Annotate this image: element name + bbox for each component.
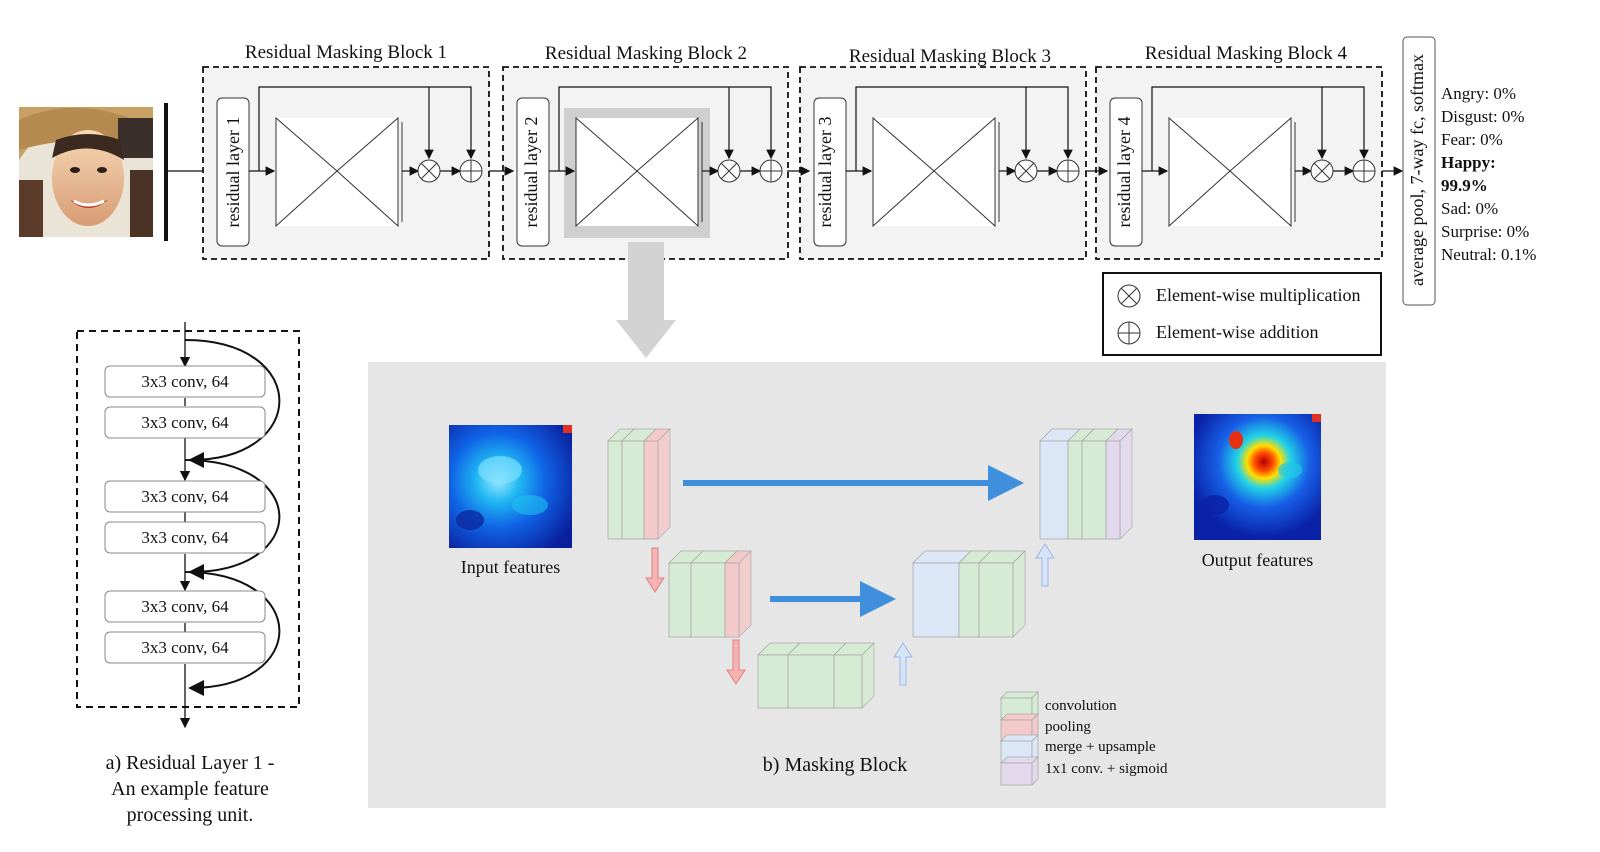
- residual-layer-1-label: residual layer 1: [223, 116, 243, 228]
- add-icon: [1056, 159, 1080, 183]
- conv-box: [104, 521, 266, 554]
- masking-hourglass: [275, 116, 403, 228]
- multiply-icon: [717, 159, 741, 183]
- input-feature-map: [449, 425, 572, 548]
- residual-layer-detail: [76, 322, 300, 729]
- conv-label: 3x3 conv, 64: [141, 528, 229, 547]
- downsample-arrow: [645, 547, 665, 593]
- residual-masking-block-1: [202, 66, 490, 260]
- input-bar: [164, 103, 168, 241]
- sigmoid-slab: [1105, 428, 1133, 540]
- legend-sigmoid-label: 1x1 conv. + sigmoid: [1045, 761, 1168, 777]
- legend-pooling-label: pooling: [1045, 719, 1091, 735]
- residual-layer-box: [516, 97, 550, 247]
- conv-box: [104, 406, 266, 439]
- prob-disgust: Disgust: 0%: [1441, 107, 1525, 126]
- prob-happy: Happy:: [1441, 153, 1496, 172]
- residual-layer-3-label: residual layer 3: [815, 116, 835, 228]
- residual-layer-4-label: residual layer 4: [1114, 116, 1134, 228]
- add-icon: [459, 159, 483, 183]
- block-1-title: Residual Masking Block 1: [244, 42, 448, 63]
- pool-slab: [724, 550, 752, 638]
- residual-layer-box: [1109, 97, 1143, 247]
- conv-slab: [978, 550, 1026, 638]
- multiply-icon: [1117, 284, 1141, 308]
- block-2-title: Residual Masking Block 2: [544, 43, 748, 64]
- masking-hourglass: [1168, 116, 1296, 228]
- output-feature-map: [1194, 414, 1321, 540]
- multiply-icon: [1014, 159, 1038, 183]
- upsample-arrow: [1035, 543, 1055, 587]
- conv-box: [104, 631, 266, 664]
- masking-block-panel: [368, 362, 1386, 808]
- block-4-title: Residual Masking Block 4: [1144, 43, 1348, 64]
- conv-box: [104, 480, 266, 513]
- conv-box: [104, 365, 266, 398]
- pool-slab: [643, 428, 671, 540]
- prob-neutral: Neutral: 0.1%: [1441, 245, 1537, 264]
- masking-block-caption: b) Masking Block: [762, 754, 908, 776]
- prob-fear: Fear: 0%: [1441, 130, 1503, 149]
- conv-label: 3x3 conv, 64: [141, 487, 229, 506]
- operations-legend: [1102, 272, 1382, 356]
- head-label: average pool, 7-way fc, softmax: [1407, 54, 1427, 286]
- legend-swatch: [1000, 756, 1039, 786]
- residual-layer-box: [813, 97, 847, 247]
- conv-box: [104, 590, 266, 623]
- caption-line: An example feature: [111, 778, 269, 800]
- multiply-icon: [1310, 159, 1334, 183]
- caption-line: a) Residual Layer 1 -: [105, 752, 275, 774]
- prob-happy-value: 99.9%: [1441, 176, 1488, 195]
- residual-masking-block-2: [502, 66, 789, 260]
- input-features-label: Input features: [460, 557, 561, 577]
- downsample-arrow: [726, 639, 746, 685]
- masking-hourglass: [575, 116, 703, 228]
- legend-addition-label: Element-wise addition: [1156, 322, 1319, 342]
- residual-masking-block-4: [1095, 66, 1383, 260]
- conv-label: 3x3 conv, 64: [141, 372, 229, 391]
- expand-down-arrow: [616, 242, 676, 358]
- legend-convolution-label: convolution: [1045, 698, 1117, 714]
- legend-merge-upsample-label: merge + upsample: [1045, 739, 1156, 755]
- probabilities-list: Angry: 0% Disgust: 0% Fear: 0% Happy: 99…: [1441, 82, 1536, 266]
- legend-multiplication-label: Element-wise multiplication: [1156, 285, 1361, 305]
- residual-masking-blocks: [202, 66, 1383, 260]
- multiply-icon: [417, 159, 441, 183]
- conv-label: 3x3 conv, 64: [141, 413, 229, 432]
- add-icon: [1117, 321, 1141, 345]
- head-box: [1402, 36, 1436, 306]
- prob-sad: Sad: 0%: [1441, 199, 1499, 218]
- residual-masking-block-3: [799, 66, 1087, 260]
- caption-line: processing unit.: [126, 804, 254, 826]
- conv-slab: [833, 642, 875, 709]
- add-icon: [1352, 159, 1376, 183]
- conv-label: 3x3 conv, 64: [141, 638, 229, 657]
- residual-layer-box: [216, 97, 250, 247]
- residual-layer-caption: a) Residual Layer 1 - An example feature…: [60, 750, 320, 828]
- upsample-arrow: [893, 642, 913, 686]
- residual-layer-2-label: residual layer 2: [521, 116, 541, 228]
- input-face-image: [19, 107, 153, 237]
- block-3-title: Residual Masking Block 3: [848, 46, 1052, 67]
- output-features-label: Output features: [1201, 550, 1314, 570]
- prob-surprise: Surprise: 0%: [1441, 222, 1530, 241]
- masking-hourglass: [872, 116, 1000, 228]
- add-icon: [759, 159, 783, 183]
- conv-label: 3x3 conv, 64: [141, 597, 229, 616]
- prob-angry: Angry: 0%: [1441, 84, 1517, 103]
